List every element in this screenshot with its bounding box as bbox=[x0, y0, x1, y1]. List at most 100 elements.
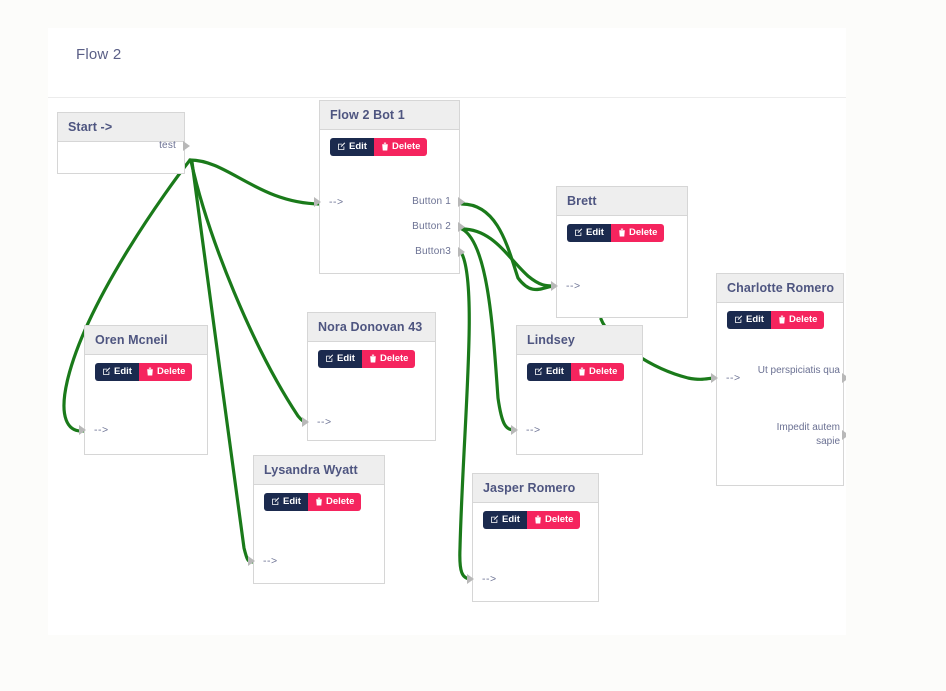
delete-button-label: Delete bbox=[544, 514, 574, 525]
edit-button-label: Edit bbox=[546, 366, 564, 377]
flow-edge[interactable] bbox=[188, 158, 322, 206]
node-title-flow2bot1: Flow 2 Bot 1 bbox=[320, 101, 459, 130]
delete-button-flow2bot1[interactable]: Delete bbox=[373, 138, 428, 156]
input-port-lysandra[interactable]: --> bbox=[263, 555, 278, 567]
input-connector-oren[interactable] bbox=[79, 425, 86, 435]
input-port-oren[interactable]: --> bbox=[94, 424, 109, 436]
input-connector-charlotte[interactable] bbox=[711, 373, 718, 383]
input-connector-nora[interactable] bbox=[302, 417, 309, 427]
input-port-jasper[interactable]: --> bbox=[482, 573, 497, 585]
edit-button-label: Edit bbox=[337, 353, 355, 364]
input-port-lindsey[interactable]: --> bbox=[526, 424, 541, 436]
delete-button-lindsey[interactable]: Delete bbox=[570, 363, 625, 381]
output-port-charlotte-0[interactable]: Ut perspiciatis qua bbox=[757, 365, 840, 376]
node-actions-nora: Edit Delete bbox=[308, 342, 435, 368]
node-body-oren: Edit Delete bbox=[85, 355, 207, 453]
edit-button-oren[interactable]: Edit bbox=[95, 363, 139, 381]
edit-button-lindsey[interactable]: Edit bbox=[527, 363, 571, 381]
delete-button-label: Delete bbox=[391, 141, 421, 152]
edit-button-label: Edit bbox=[502, 514, 520, 525]
delete-button-label: Delete bbox=[788, 314, 818, 325]
node-body-lindsey: Edit Delete bbox=[517, 355, 642, 453]
input-connector-lindsey[interactable] bbox=[511, 425, 518, 435]
flow-edge[interactable] bbox=[458, 252, 473, 581]
edit-button-nora[interactable]: Edit bbox=[318, 350, 362, 368]
output-port-charlotte-1[interactable]: Impedit autem sapie bbox=[776, 422, 840, 447]
output-port-flow2bot1-2[interactable]: Button3 bbox=[415, 246, 451, 257]
trash-icon bbox=[779, 315, 785, 324]
node-actions-brett: Edit Delete bbox=[557, 216, 687, 242]
input-port-charlotte[interactable]: --> bbox=[726, 372, 741, 384]
flow-edge[interactable] bbox=[460, 202, 557, 292]
output-connector-flow2bot1-1[interactable] bbox=[458, 222, 465, 232]
node-body-charlotte: Edit Delete bbox=[717, 303, 843, 484]
flow-edge[interactable] bbox=[460, 227, 517, 432]
delete-button-charlotte[interactable]: Delete bbox=[770, 311, 825, 329]
output-connector-charlotte-1[interactable] bbox=[842, 430, 846, 440]
node-body-nora: Edit Delete bbox=[308, 342, 435, 439]
pencil-square-icon bbox=[103, 367, 111, 376]
delete-button-label: Delete bbox=[156, 366, 186, 377]
node-title-lindsey: Lindsey bbox=[517, 326, 642, 355]
input-port-nora[interactable]: --> bbox=[317, 416, 332, 428]
output-connector-charlotte-0[interactable] bbox=[842, 373, 846, 383]
flow-node-flow2bot1[interactable]: Flow 2 Bot 1 Edit Delete bbox=[319, 100, 460, 274]
page-title: Flow 2 bbox=[76, 46, 122, 63]
output-connector-flow2bot1-0[interactable] bbox=[458, 197, 465, 207]
delete-button-jasper[interactable]: Delete bbox=[526, 511, 581, 529]
input-connector-jasper[interactable] bbox=[467, 574, 474, 584]
edit-button-label: Edit bbox=[114, 366, 132, 377]
node-title-start: Start -> bbox=[58, 113, 184, 142]
flow-header-panel: Flow 2 bbox=[48, 28, 846, 98]
trash-icon bbox=[619, 228, 625, 237]
trash-icon bbox=[382, 142, 388, 151]
node-title-oren: Oren Mcneil bbox=[85, 326, 207, 355]
input-port-brett[interactable]: --> bbox=[566, 280, 581, 292]
trash-icon bbox=[316, 497, 322, 506]
node-title-lysandra: Lysandra Wyatt bbox=[254, 456, 384, 485]
output-port-flow2bot1-0[interactable]: Button 1 bbox=[412, 196, 451, 207]
delete-button-brett[interactable]: Delete bbox=[610, 224, 665, 242]
edit-button-brett[interactable]: Edit bbox=[567, 224, 611, 242]
input-connector-flow2bot1[interactable] bbox=[314, 197, 321, 207]
node-body-flow2bot1: Edit Delete bbox=[320, 130, 459, 272]
node-actions-flow2bot1: Edit Delete bbox=[320, 130, 459, 156]
edit-button-flow2bot1[interactable]: Edit bbox=[330, 138, 374, 156]
edit-button-jasper[interactable]: Edit bbox=[483, 511, 527, 529]
delete-button-label: Delete bbox=[628, 227, 658, 238]
edit-button-label: Edit bbox=[746, 314, 764, 325]
delete-button-nora[interactable]: Delete bbox=[361, 350, 416, 368]
node-actions-jasper: Edit Delete bbox=[473, 503, 598, 529]
output-port-start-0[interactable]: test bbox=[159, 140, 176, 151]
flow-edge[interactable] bbox=[189, 159, 308, 424]
output-connector-flow2bot1-2[interactable] bbox=[458, 247, 465, 257]
flow-edge[interactable] bbox=[460, 227, 557, 288]
output-port-flow2bot1-1[interactable]: Button 2 bbox=[412, 221, 451, 232]
output-connector-start-0[interactable] bbox=[183, 141, 190, 151]
pencil-square-icon bbox=[535, 367, 543, 376]
input-port-flow2bot1[interactable]: --> bbox=[329, 196, 344, 208]
pencil-square-icon bbox=[735, 315, 743, 324]
trash-icon bbox=[370, 354, 376, 363]
node-title-brett: Brett bbox=[557, 187, 687, 216]
input-connector-lysandra[interactable] bbox=[248, 556, 255, 566]
node-actions-lindsey: Edit Delete bbox=[517, 355, 642, 381]
delete-button-oren[interactable]: Delete bbox=[138, 363, 193, 381]
edit-button-label: Edit bbox=[586, 227, 604, 238]
input-connector-brett[interactable] bbox=[551, 281, 558, 291]
delete-button-label: Delete bbox=[588, 366, 618, 377]
trash-icon bbox=[535, 515, 541, 524]
node-actions-oren: Edit Delete bbox=[85, 355, 207, 381]
edit-button-lysandra[interactable]: Edit bbox=[264, 493, 308, 511]
trash-icon bbox=[147, 367, 153, 376]
delete-button-lysandra[interactable]: Delete bbox=[307, 493, 362, 511]
node-body-jasper: Edit Delete bbox=[473, 503, 598, 600]
edit-button-charlotte[interactable]: Edit bbox=[727, 311, 771, 329]
